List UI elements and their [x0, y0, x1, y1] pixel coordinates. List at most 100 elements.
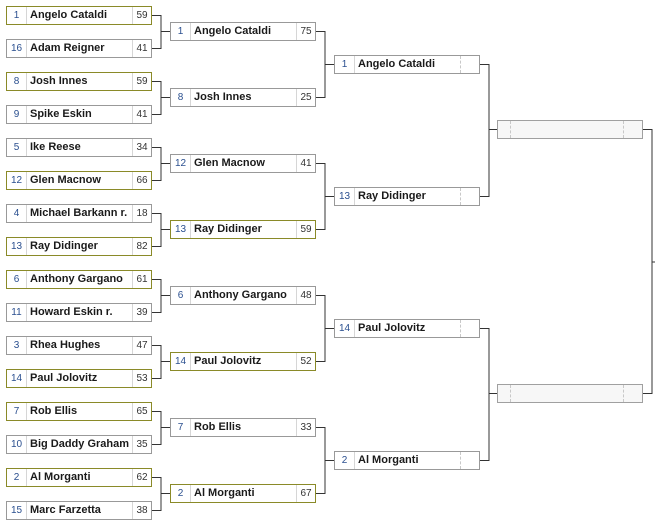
competitor-name: Anthony Gargano: [194, 289, 287, 301]
score-value: 61: [132, 271, 151, 288]
score-value: 52: [296, 353, 315, 370]
score-value: 59: [132, 73, 151, 90]
seed-number: 9: [7, 106, 27, 123]
seed-number: 12: [171, 155, 191, 172]
score-value: 75: [296, 23, 315, 40]
competitor-name: Angelo Cataldi: [358, 58, 436, 70]
score-value: 48: [296, 287, 315, 304]
bracket-slot-empty[interactable]: [497, 120, 643, 139]
competitor-name: Paul Jolovitz: [194, 355, 262, 367]
competitor-name: Al Morganti: [194, 487, 255, 499]
seed-number: 6: [7, 271, 27, 288]
seed-number: 1: [7, 7, 27, 24]
competitor-name: Marc Farzetta: [30, 504, 101, 516]
score-value: 39: [132, 304, 151, 321]
competitor-name: [521, 121, 622, 138]
score-value: 82: [132, 238, 151, 255]
bracket-connector: [316, 31, 334, 98]
bracket-connector-final: [643, 129, 655, 394]
competitor-name: Ray Didinger: [358, 190, 426, 202]
competitor-name: Anthony Gargano: [30, 273, 123, 285]
competitor-name: Adam Reigner: [30, 42, 105, 54]
bracket-connector: [152, 213, 170, 247]
bracket-connector: [480, 64, 497, 197]
competitor-name: Glen Macnow: [194, 157, 265, 169]
score-value: 18: [132, 205, 151, 222]
bracket-connector: [152, 81, 170, 115]
seed-number: 1: [171, 23, 191, 40]
seed-number: 5: [7, 139, 27, 156]
seed-number: 11: [7, 304, 27, 321]
score-value: 53: [132, 370, 151, 387]
competitor-name: Howard Eskin r.: [30, 306, 113, 318]
bracket-connector: [480, 328, 497, 461]
competitor-name: Ray Didinger: [30, 240, 98, 252]
score-value: [460, 56, 479, 73]
competitor-name: Michael Barkann r.: [30, 207, 128, 219]
seed-number: 14: [7, 370, 27, 387]
score-value: 41: [296, 155, 315, 172]
seed-number: 7: [171, 419, 191, 436]
score-value: [623, 385, 642, 402]
competitor-name: Al Morganti: [30, 471, 91, 483]
seed-number: 4: [7, 205, 27, 222]
seed-number: 10: [7, 436, 27, 453]
score-value: 59: [296, 221, 315, 238]
score-value: 62: [132, 469, 151, 486]
competitor-name: Rhea Hughes: [30, 339, 101, 351]
score-value: 35: [132, 436, 151, 453]
score-value: [623, 121, 642, 138]
seed-number: 14: [335, 320, 355, 337]
competitor-name: Paul Jolovitz: [358, 322, 426, 334]
seed-number: 1: [335, 56, 355, 73]
competitor-name: Al Morganti: [358, 454, 419, 466]
seed-number: 2: [7, 469, 27, 486]
bracket-slot-empty[interactable]: [497, 384, 643, 403]
seed-number: 3: [7, 337, 27, 354]
seed-number: 16: [7, 40, 27, 57]
bracket-connector: [152, 345, 170, 379]
competitor-name: Rob Ellis: [194, 421, 242, 433]
seed-number: [498, 121, 511, 138]
competitor-name: Paul Jolovitz: [30, 372, 98, 384]
bracket-connector: [152, 411, 170, 445]
bracket-connector: [152, 279, 170, 313]
bracket-connector: [316, 163, 334, 230]
competitor-name: Spike Eskin: [30, 108, 92, 120]
score-value: 67: [296, 485, 315, 502]
score-value: 66: [132, 172, 151, 189]
score-value: 41: [132, 40, 151, 57]
competitor-name: Angelo Cataldi: [30, 9, 108, 21]
competitor-name: Josh Innes: [30, 75, 88, 87]
competitor-name: Ike Reese: [30, 141, 81, 153]
